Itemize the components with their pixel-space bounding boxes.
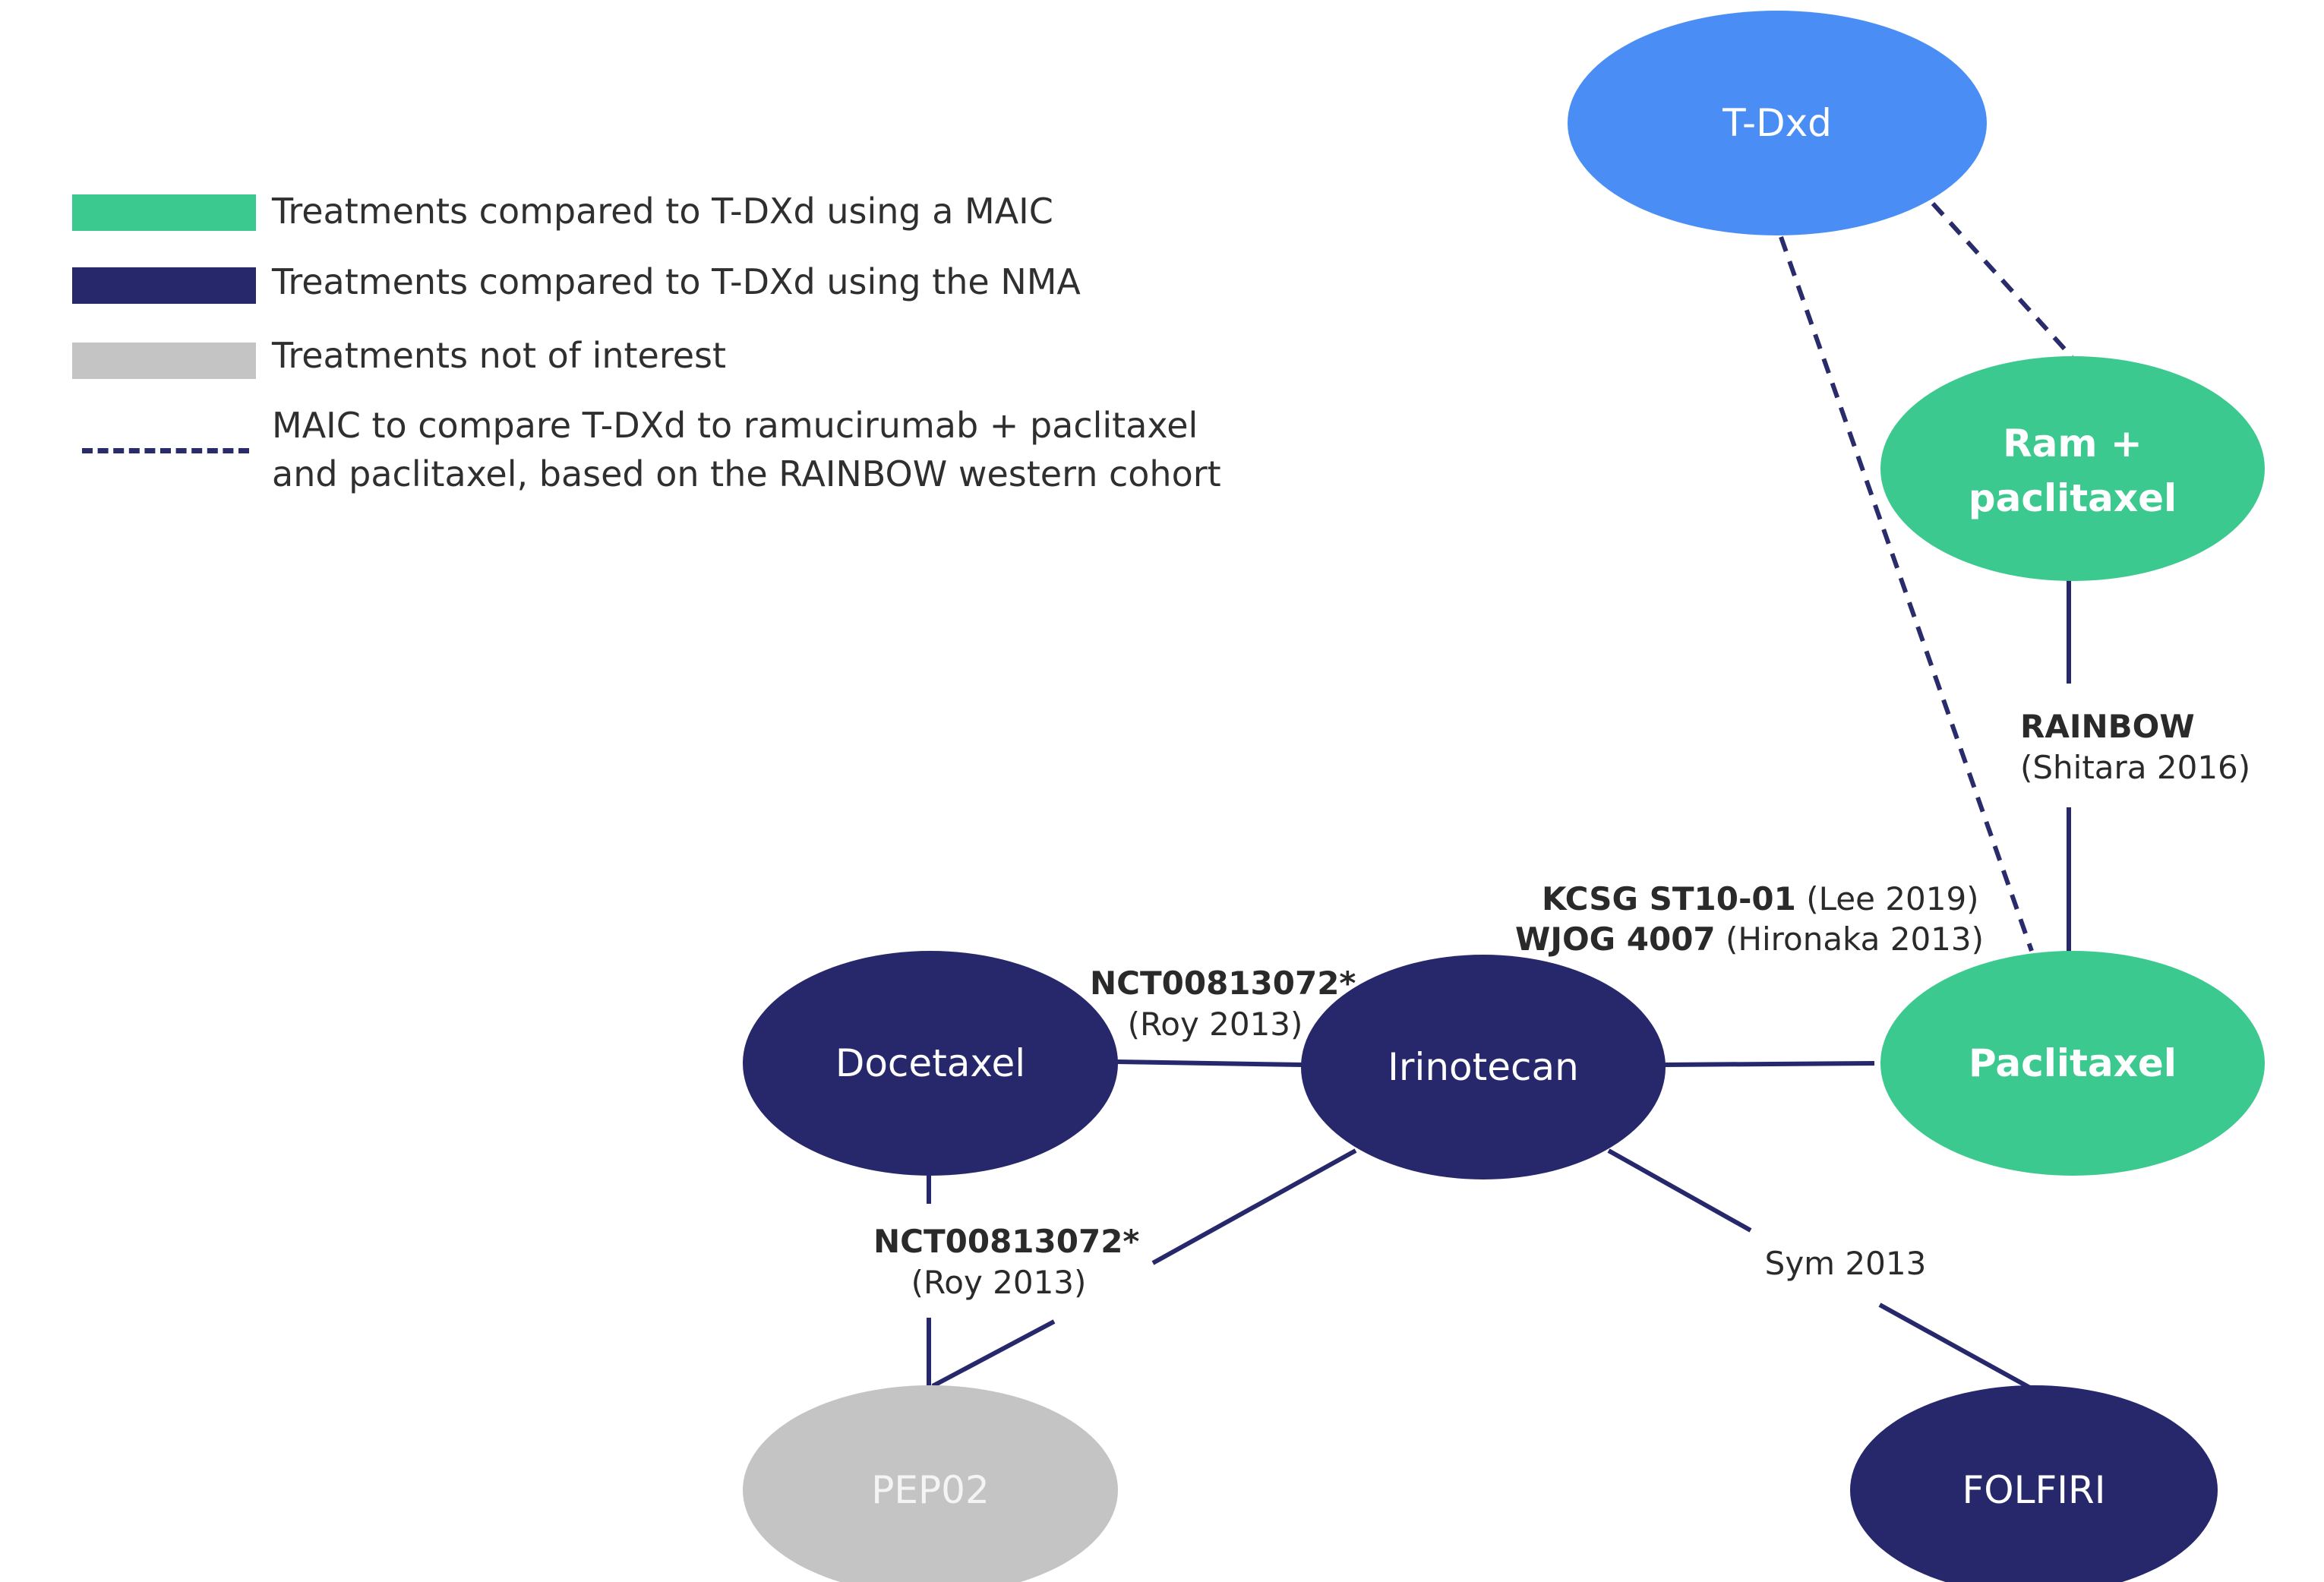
node-irinotecan-shape bbox=[1301, 955, 1666, 1179]
edge-label-kcsg-ref: (Lee 2019) bbox=[1806, 880, 1979, 917]
legend-label-dashed-line1: MAIC to compare T-DXd to ramucirumab + p… bbox=[272, 405, 1198, 446]
node-paclitaxel[interactable]: Paclitaxel bbox=[1880, 951, 2265, 1176]
node-paclitaxel-shape bbox=[1880, 951, 2265, 1176]
edge-label-rainbow: RAINBOW (Shitara 2016) bbox=[2020, 706, 2250, 788]
edge-label-rainbow-ref: (Shitara 2016) bbox=[2020, 749, 2251, 786]
dashed-edges bbox=[1779, 201, 2074, 952]
node-paclitaxel-label: Paclitaxel bbox=[1969, 1041, 2177, 1085]
edge-docetaxel-irinotecan bbox=[1116, 1059, 1303, 1067]
node-tdxd[interactable]: T-Dxd bbox=[1568, 11, 1987, 235]
edge-label-nct-bottom-trial: NCT00813072* bbox=[873, 1223, 1140, 1260]
edge-label-nct-bottom-ref: (Roy 2013) bbox=[911, 1264, 1087, 1301]
edge-label-kcsg-trial: KCSG ST10-01 bbox=[1542, 880, 1796, 917]
dashed-edge-tdxd-ram bbox=[1931, 201, 2074, 359]
edge-label-wjog-trial: WJOG 4007 bbox=[1515, 920, 1716, 958]
node-pep02[interactable]: PEP02 bbox=[743, 1385, 1118, 1582]
edge-label-nct-top-trial: NCT00813072* bbox=[1090, 965, 1356, 1002]
node-docetaxel[interactable]: Docetaxel bbox=[743, 951, 1118, 1176]
edge-irinotecan-paclitaxel bbox=[1664, 1061, 1875, 1067]
legend-label-not-of-interest: Treatments not of interest bbox=[272, 335, 727, 376]
node-irinotecan-label: Irinotecan bbox=[1388, 1045, 1579, 1089]
edge-label-rainbow-trial: RAINBOW bbox=[2020, 708, 2195, 745]
node-folfiri[interactable]: FOLFIRI bbox=[1850, 1385, 2218, 1582]
node-folfiri-label: FOLFIRI bbox=[1962, 1468, 2106, 1512]
node-tdxd-label: T-Dxd bbox=[1722, 101, 1832, 145]
node-folfiri-shape bbox=[1850, 1385, 2218, 1582]
edge-irinotecan-pep02-upper bbox=[1151, 1148, 1357, 1265]
legend-dashed-line bbox=[82, 448, 249, 453]
legend-label-nma: Treatments compared to T-DXd using the N… bbox=[272, 261, 1081, 302]
legend-swatch-nma bbox=[72, 267, 256, 304]
legend-label-dashed-line2: and paclitaxel, based on the RAINBOW wes… bbox=[272, 453, 1221, 494]
edge-label-nct-top-ref: (Roy 2013) bbox=[1127, 1006, 1303, 1043]
node-ram-paclitaxel-label-line2: paclitaxel bbox=[1969, 476, 2177, 520]
edge-label-sym-ref: Sym 2013 bbox=[1764, 1245, 1927, 1282]
node-docetaxel-label: Docetaxel bbox=[835, 1041, 1025, 1085]
edge-label-nct-pep02: NCT00813072* (Roy 2013) bbox=[873, 1221, 1139, 1303]
node-docetaxel-shape bbox=[743, 951, 1118, 1176]
dashed-edge-tdxd-paclitaxel bbox=[1779, 236, 2034, 952]
edge-irinotecan-folfiri-upper bbox=[1607, 1148, 1752, 1233]
edge-label-kcsg: KCSG ST10-01 (Lee 2019) bbox=[1542, 879, 1979, 920]
legend-swatch-maic bbox=[72, 194, 256, 231]
node-irinotecan[interactable]: Irinotecan bbox=[1301, 955, 1666, 1179]
edge-label-wjog: WJOG 4007 (Hironaka 2013) bbox=[1515, 919, 1984, 960]
legend-swatch-not-of-interest bbox=[72, 343, 256, 379]
edges bbox=[927, 577, 2071, 1392]
edge-label-wjog-ref: (Hironaka 2013) bbox=[1726, 920, 1984, 958]
edge-label-nct-docetaxel-irinotecan: NCT00813072* (Roy 2013) bbox=[1090, 963, 1356, 1045]
edge-irinotecan-pep02-lower bbox=[931, 1319, 1056, 1388]
edge-label-sym: Sym 2013 bbox=[1747, 1243, 1944, 1284]
node-ram-paclitaxel[interactable]: Ram + paclitaxel bbox=[1880, 356, 2265, 581]
node-pep02-label: PEP02 bbox=[871, 1468, 990, 1512]
node-pep02-shape bbox=[743, 1385, 1118, 1582]
legend-label-maic: Treatments compared to T-DXd using a MAI… bbox=[272, 191, 1053, 232]
node-tdxd-shape bbox=[1568, 11, 1987, 235]
node-ram-paclitaxel-shape bbox=[1880, 356, 2265, 581]
node-ram-paclitaxel-label-line1: Ram + bbox=[2003, 422, 2142, 466]
edge-irinotecan-folfiri-lower bbox=[1878, 1303, 2035, 1392]
